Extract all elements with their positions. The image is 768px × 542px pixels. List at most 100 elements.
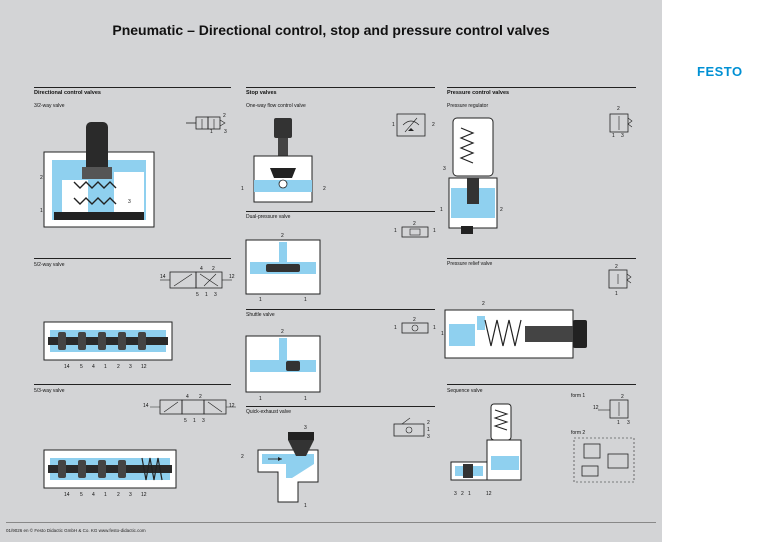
- valve-52-port-14: 14: [64, 364, 70, 370]
- stop-rule: [246, 87, 435, 88]
- stop-title: Stop valves: [246, 90, 277, 96]
- brand-strip: [662, 0, 768, 542]
- quickexhaust-rule: [246, 406, 435, 407]
- dualpressure-rule: [246, 211, 435, 212]
- regulator-symbol: [609, 113, 633, 133]
- dualpressure-sym-port-1b: 1: [433, 228, 436, 234]
- valve-52-sym-port-2: 2: [212, 266, 215, 272]
- quickexhaust-sym-port-3: 3: [427, 434, 430, 440]
- valve-52-sym-port-5: 5: [196, 292, 199, 298]
- relief-sym-port-2: 2: [615, 264, 618, 270]
- regulator-sym-port-3: 3: [621, 133, 624, 139]
- valve-52-port-3: 3: [129, 364, 132, 370]
- sequence-sym-port-3: 3: [627, 420, 630, 426]
- valve-53-sym-port-5: 5: [184, 418, 187, 424]
- sequence-rule: [447, 384, 636, 385]
- sequence-port-12: 12: [486, 491, 492, 497]
- directional-rule: [34, 87, 231, 88]
- valve-32-symbol-port-2: 2: [223, 113, 226, 119]
- quickexhaust-port-2: 2: [241, 454, 244, 460]
- valve-53-sym-port-12: 12: [229, 403, 235, 409]
- sequence-form2-symbol: [573, 437, 635, 483]
- valve-52-drawing: [43, 321, 173, 361]
- sequence-label: Sequence valve: [447, 388, 483, 394]
- valve-52-sym-port-3: 3: [214, 292, 217, 298]
- valve-52-port-12: 12: [141, 364, 147, 370]
- valve-53-rule: [34, 384, 231, 385]
- dualpressure-port-1b: 1: [304, 297, 307, 303]
- quickexhaust-sym-port-2: 2: [427, 420, 430, 426]
- directional-title: Directional control valves: [34, 90, 101, 96]
- pressure-title: Pressure control valves: [447, 90, 510, 96]
- valve-52-sym-port-4: 4: [200, 266, 203, 272]
- sequence-port-3: 3: [454, 491, 457, 497]
- valve-53-sym-port-1: 1: [193, 418, 196, 424]
- oneway-port-1: 1: [241, 186, 244, 192]
- sequence-form1-label: form 1: [571, 393, 586, 399]
- oneway-sym-port-2: 2: [432, 122, 435, 128]
- shuttle-port-2: 2: [281, 329, 284, 335]
- sequence-port-1: 1: [468, 491, 471, 497]
- shuttle-port-1b: 1: [304, 396, 307, 402]
- relief-symbol: [608, 269, 632, 289]
- sequence-port-2: 2: [461, 491, 464, 497]
- valve-52-symbol: [160, 271, 232, 289]
- quickexhaust-port-3: 3: [304, 425, 307, 431]
- valve-52-label: 5/2-way valve: [34, 262, 65, 268]
- footer-rule: [6, 522, 656, 523]
- oneway-drawing: [253, 118, 313, 203]
- oneway-sym-port-1: 1: [392, 122, 395, 128]
- shuttle-sym-port-1b: 1: [433, 325, 436, 331]
- valve-52-sym-port-14: 14: [160, 274, 166, 280]
- oneway-label: One-way flow control valve: [246, 103, 306, 109]
- valve-32-port-2: 2: [40, 175, 43, 181]
- valve-52-sym-port-12: 12: [229, 274, 235, 280]
- valve-32-port-3: 3: [128, 199, 131, 205]
- dualpressure-sym-port-1a: 1: [394, 228, 397, 234]
- poster-title: Pneumatic – Directional control, stop an…: [112, 22, 550, 38]
- regulator-sym-port-2: 2: [617, 106, 620, 112]
- valve-53-sym-port-2: 2: [199, 394, 202, 400]
- valve-52-sym-port-1: 1: [205, 292, 208, 298]
- relief-port-2: 2: [482, 301, 485, 307]
- regulator-drawing: [448, 117, 498, 234]
- relief-port-1: 1: [441, 331, 444, 337]
- relief-rule: [447, 258, 636, 259]
- valve-52-port-1: 1: [104, 364, 107, 370]
- regulator-port-1: 1: [440, 207, 443, 213]
- valve-53-sym-port-14: 14: [143, 403, 149, 409]
- shuttle-label: Shuttle valve: [246, 312, 275, 318]
- quickexhaust-port-1: 1: [304, 503, 307, 509]
- sequence-sym-port-12: 12: [593, 405, 599, 411]
- valve-53-port-14: 14: [64, 492, 70, 498]
- relief-label: Pressure relief valve: [447, 261, 493, 267]
- valve-53-label: 5/3-way valve: [34, 388, 65, 394]
- valve-53-sym-port-3: 3: [202, 418, 205, 424]
- shuttle-rule: [246, 309, 435, 310]
- dualpressure-drawing: [245, 239, 321, 295]
- valve-53-port-12: 12: [141, 492, 147, 498]
- quickexhaust-sym-port-1: 1: [427, 427, 430, 433]
- valve-53-sym-port-4: 4: [186, 394, 189, 400]
- pressure-rule: [447, 87, 636, 88]
- valve-32-symbol-port-1: 1: [210, 129, 213, 135]
- valve-52-rule: [34, 258, 231, 259]
- sequence-drawing: [450, 403, 522, 481]
- quickexhaust-symbol: [393, 417, 425, 437]
- valve-52-port-4: 4: [92, 364, 95, 370]
- shuttle-sym-port-1a: 1: [394, 325, 397, 331]
- relief-drawing: [444, 309, 587, 359]
- shuttle-sym-port-2: 2: [413, 317, 416, 323]
- valve-53-port-5: 5: [80, 492, 83, 498]
- valve-32-drawing: [43, 122, 155, 228]
- shuttle-port-1a: 1: [259, 396, 262, 402]
- valve-53-drawing: [43, 449, 177, 489]
- valve-32-symbol: [186, 116, 226, 130]
- dualpressure-sym-port-2: 2: [413, 221, 416, 227]
- valve-53-port-4: 4: [92, 492, 95, 498]
- regulator-label: Pressure regulator: [447, 103, 489, 109]
- valve-53-port-2: 2: [117, 492, 120, 498]
- valve-32-port-1: 1: [40, 208, 43, 214]
- footer-copyright: 01/9026 en © Festo Didactic GmbH & Co. K…: [6, 528, 146, 533]
- valve-32-symbol-port-3: 3: [224, 129, 227, 135]
